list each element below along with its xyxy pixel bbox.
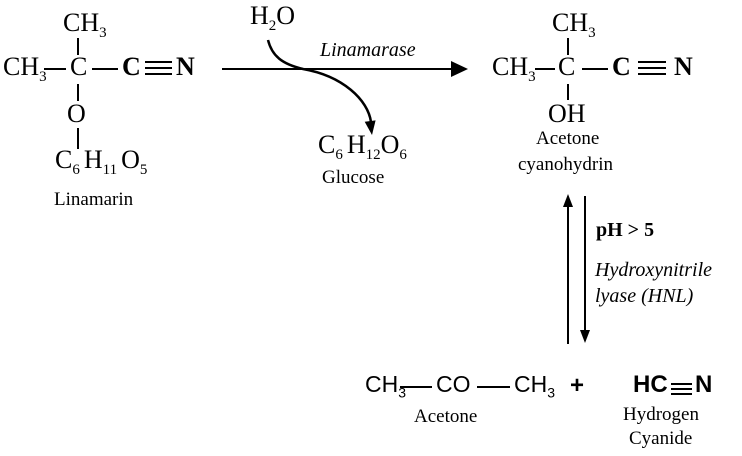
linamarin-label: Linamarin — [54, 189, 134, 210]
acetone-ch-left-text: CH — [365, 371, 399, 397]
linamarin-bond-oxygen-bottom — [77, 128, 79, 149]
glucose-c: C — [318, 130, 336, 159]
acetone-ch-right: CH3 — [514, 371, 556, 401]
glucose-label: Glucose — [322, 167, 385, 188]
glucose-o: O — [380, 130, 400, 159]
linamarin-nitrile-nitrogen: N — [176, 52, 195, 81]
linamarin-methyl-top-text: CH — [63, 8, 100, 37]
acetone-co: CO — [436, 371, 471, 397]
hcn-formula-hc: HC — [633, 371, 668, 398]
equilibrium-up-arrow-line — [567, 204, 569, 344]
linamarin-methyl-left-sub: 3 — [39, 69, 47, 86]
glucose-c-sub: 6 — [335, 147, 343, 164]
cyanohydrin-bond-hydroxyl — [567, 84, 569, 100]
cyanohydrin-methyl-top-sub: 3 — [588, 25, 596, 42]
hydrogen-cyanide-label-line1: Hydrogen — [623, 404, 699, 425]
plus-sign: + — [570, 372, 585, 399]
sugar-o-sub: 5 — [139, 162, 148, 179]
cyanohydrin-methyl-left: CH3 — [492, 52, 536, 86]
equilibrium-down-arrow-head — [580, 330, 590, 343]
water-h: H — [250, 1, 269, 30]
cyanohydrin-nitrile-nitrogen: N — [674, 52, 693, 81]
hnl-enzyme-label-line2: lyase (HNL) — [595, 285, 694, 307]
acetone-ch-left-sub: 3 — [398, 384, 407, 401]
cyanohydrin-label-line1: Acetone — [536, 128, 600, 149]
linamarin-triple-bond — [145, 61, 172, 75]
equilibrium-up-arrow-head — [563, 194, 573, 207]
cyanohydrin-methyl-left-sub: 3 — [528, 69, 536, 86]
water-sub: 2 — [268, 18, 277, 35]
linamarin-bond-nitrile — [92, 68, 118, 70]
acetone-label: Acetone — [414, 406, 478, 427]
hcn-triple-bond — [671, 383, 692, 395]
glucose-o-sub: 6 — [399, 147, 407, 164]
linamarin-bond-methyl — [44, 68, 66, 70]
sugar-h-sub: 11 — [102, 162, 118, 179]
linamarin-methyl-left-text: CH — [3, 52, 40, 81]
hcn-formula-n: N — [695, 371, 713, 398]
linamarin-bond-top-vertical — [77, 38, 79, 55]
cyanohydrin-nitrile-carbon: C — [612, 52, 631, 81]
cyanohydrin-bond-nitrile — [582, 68, 608, 70]
hydrogen-cyanide-label-line2: Cyanide — [629, 428, 693, 449]
water-o: O — [276, 1, 296, 30]
cyanohydrin-methyl-top-text: CH — [552, 8, 589, 37]
equilibrium-down-arrow-line — [584, 196, 586, 332]
cyanohydrin-label-line2: cyanohydrin — [518, 154, 613, 175]
main-reaction-arrow-line — [222, 68, 454, 70]
acetone-ch-left: CH3 — [365, 371, 407, 401]
glucose-h-sub: 12 — [365, 147, 381, 164]
acetone-bond-1 — [400, 386, 432, 388]
cyanohydrin-central-carbon: C — [558, 52, 576, 81]
linamarin-methyl-top-sub: 3 — [99, 25, 107, 42]
cyanohydrin-triple-bond — [638, 61, 666, 75]
hnl-enzyme-label-line1: Hydroxynitrile — [595, 259, 713, 281]
main-reaction-arrow-head — [451, 61, 468, 77]
acetone-bond-2 — [477, 386, 510, 388]
water-formula: H2O — [250, 1, 296, 35]
linamarin-methyl-top: CH3 — [63, 8, 107, 42]
linamarin-methyl-left: CH3 — [3, 52, 47, 86]
cyanohydrin-methyl-top: CH3 — [552, 8, 596, 42]
sugar-c: C — [55, 145, 73, 174]
linamarin-nitrile-carbon: C — [122, 52, 141, 81]
linamarin-bond-oxygen-top — [77, 84, 79, 101]
sugar-c-sub: 6 — [72, 162, 80, 179]
cyanohydrin-hydroxyl: OH — [548, 99, 586, 128]
sugar-o: O — [121, 145, 140, 174]
acetone-ch-right-sub: 3 — [547, 384, 556, 401]
cyanohydrin-bond-methyl — [535, 68, 555, 70]
linamarin-central-carbon: C — [70, 52, 88, 81]
sugar-h: H — [83, 145, 103, 174]
acetone-ch-right-text: CH — [514, 371, 548, 397]
curved-arrow — [266, 39, 376, 135]
linamarase-enzyme-label: Linamarase — [320, 39, 416, 61]
cyanohydrin-methyl-left-text: CH — [492, 52, 529, 81]
glucose-h: H — [346, 130, 366, 159]
ph-condition-label: pH > 5 — [596, 219, 655, 241]
cyanohydrin-bond-top-vertical — [567, 38, 569, 55]
linamarin-oxygen: O — [67, 99, 86, 128]
